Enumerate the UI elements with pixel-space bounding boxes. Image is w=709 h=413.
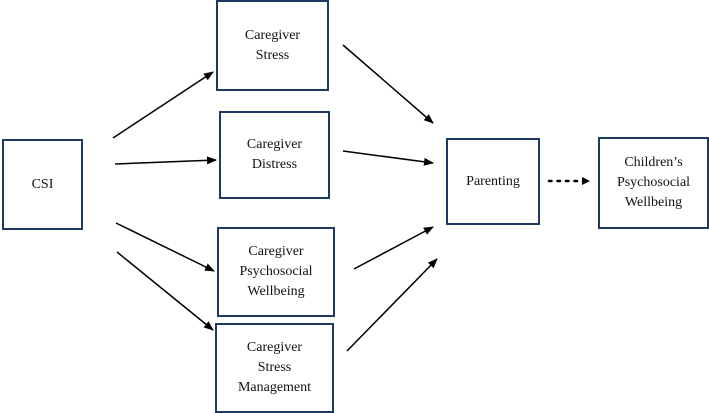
node-caregiver-distress-label: Caregiver Distress xyxy=(246,137,303,172)
arrow-csi-to-stress xyxy=(112,71,214,139)
node-csi: CSI xyxy=(2,139,83,230)
node-parenting: Parenting xyxy=(446,138,540,225)
arrow-stress-to-parenting xyxy=(342,44,434,124)
node-csi-label: CSI xyxy=(31,176,54,192)
node-parenting-label: Parenting xyxy=(466,173,520,189)
node-caregiver-psychosocial-wellbeing-label: Caregiver Psychosocial Wellbeing xyxy=(239,244,313,299)
node-childrens-psychosocial-wellbeing-label: Children’s Psychosocial Wellbeing xyxy=(616,155,691,210)
arrow-management-to-parenting xyxy=(346,258,438,352)
node-caregiver-stress: Caregiver Stress xyxy=(216,0,329,91)
node-caregiver-psychosocial-wellbeing: Caregiver Psychosocial Wellbeing xyxy=(217,227,335,317)
node-caregiver-stress-label: Caregiver Stress xyxy=(244,27,301,63)
node-caregiver-stress-management: Caregiver Stress Management xyxy=(215,323,334,413)
node-caregiver-distress: Caregiver Distress xyxy=(219,111,330,199)
node-childrens-psychosocial-wellbeing: Children’s Psychosocial Wellbeing xyxy=(598,137,709,229)
arrow-csi-to-management xyxy=(116,251,214,331)
arrow-wellbeing-to-parenting xyxy=(353,226,434,270)
arrow-csi-to-wellbeing xyxy=(115,222,215,272)
node-caregiver-stress-management-label: Caregiver Stress Management xyxy=(237,340,312,395)
dotted-arrowhead-icon xyxy=(582,177,590,185)
arrow-csi-to-distress xyxy=(114,156,217,165)
arrow-distress-to-parenting xyxy=(342,150,434,166)
